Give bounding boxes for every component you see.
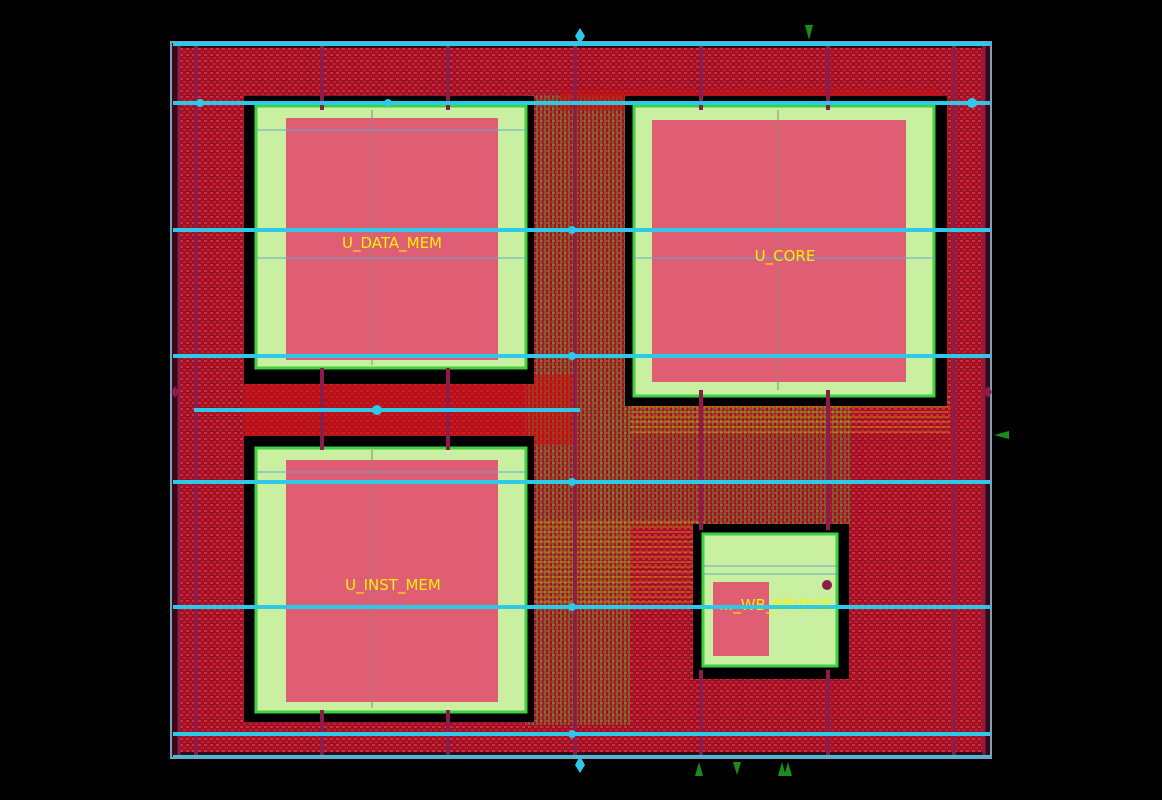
- vertical-power-straps: [177, 44, 986, 756]
- macro-label: U_INST_MEM: [345, 576, 441, 595]
- macro-u-wb-bridge[interactable]: ..._WB_BRIDGE: [693, 524, 849, 679]
- io-pin-icon[interactable]: [695, 25, 1009, 776]
- horizontal-power-straps: [173, 42, 990, 757]
- macro-label: U_DATA_MEM: [342, 234, 442, 253]
- macro-label: U_CORE: [755, 247, 816, 266]
- side-pad-icon: [171, 386, 992, 398]
- power-pad-icon: [575, 28, 585, 773]
- macro-u-core[interactable]: U_CORE: [625, 96, 947, 406]
- macro-u-data-mem[interactable]: U_DATA_MEM: [244, 96, 534, 384]
- power-via-icon: [196, 98, 977, 738]
- macro-u-inst-mem[interactable]: U_INST_MEM: [244, 436, 534, 722]
